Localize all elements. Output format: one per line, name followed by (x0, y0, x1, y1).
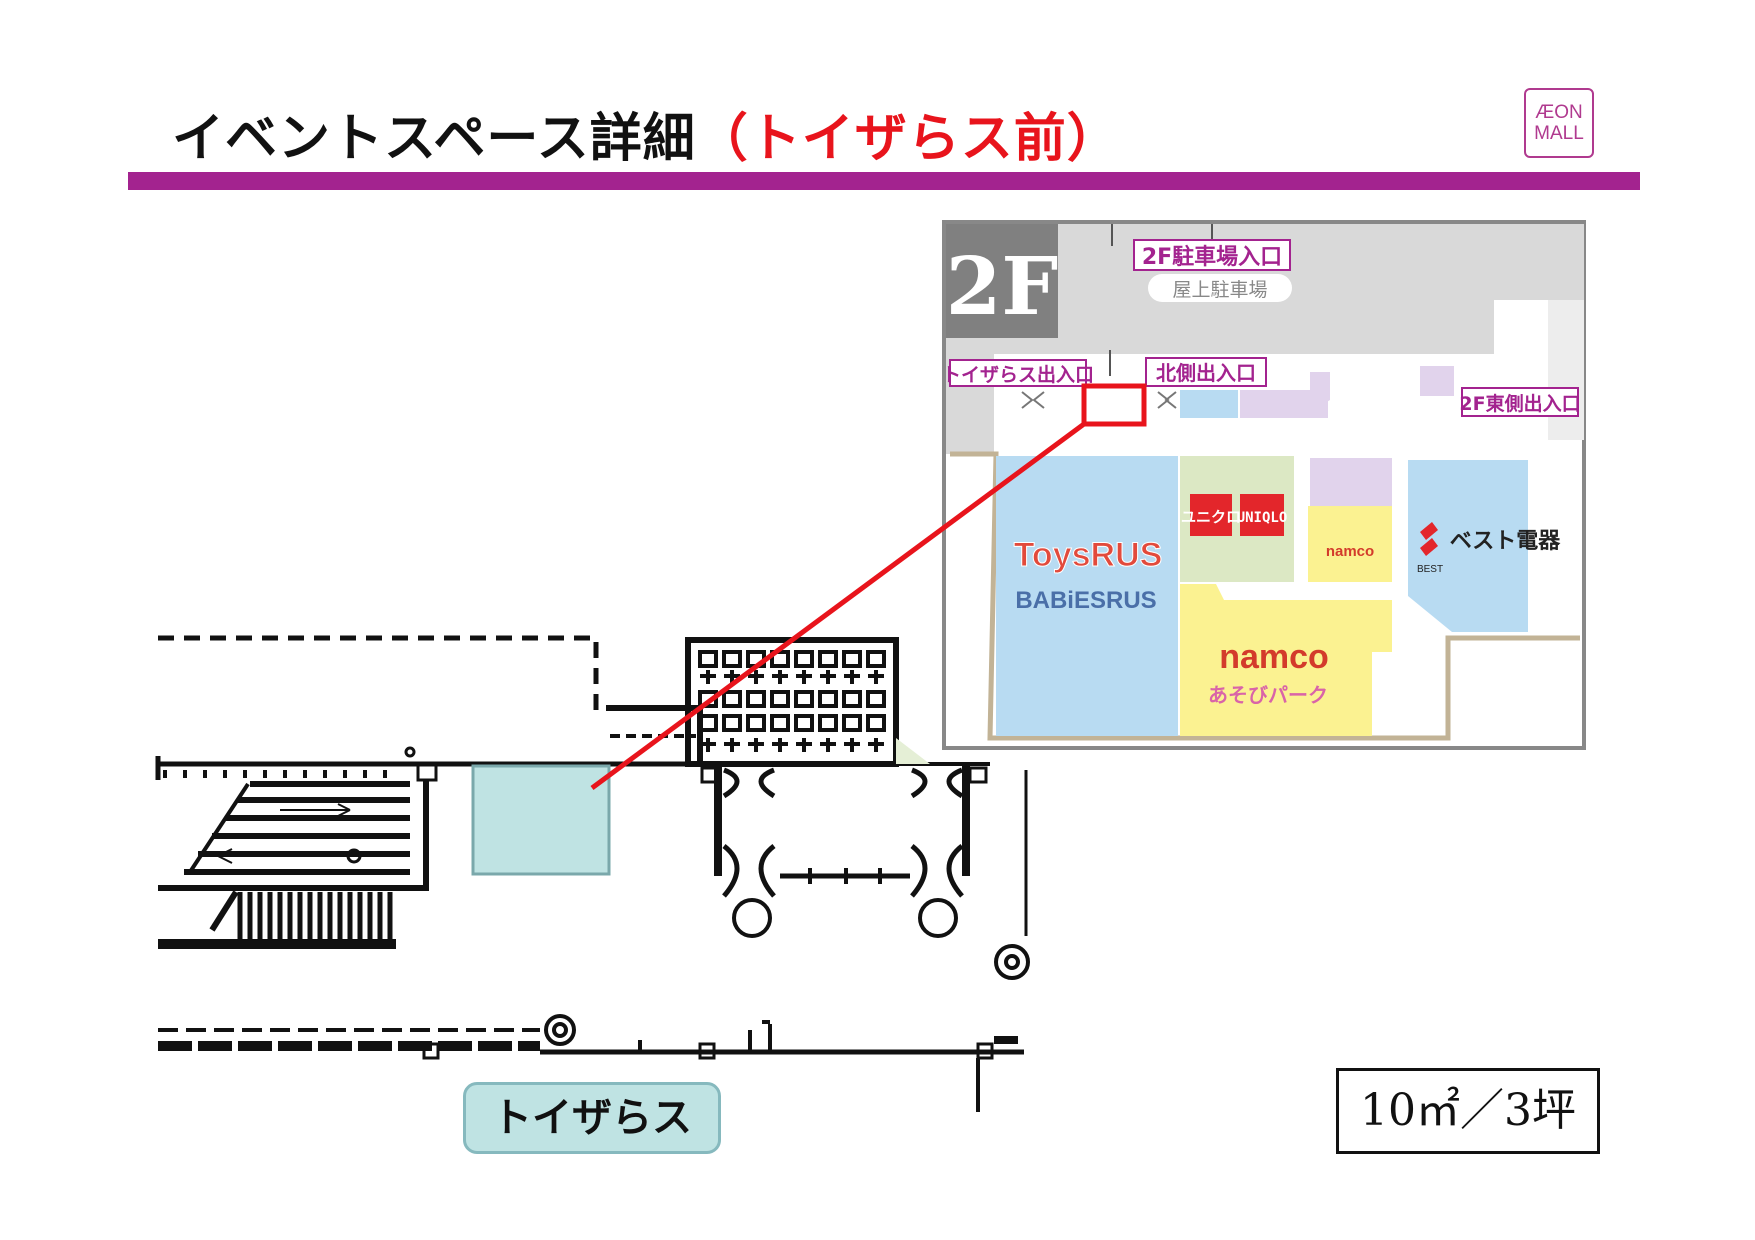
uniqlo-logo: UNIQLO (1237, 510, 1288, 526)
toysrus-store-label: トイザらス (463, 1082, 721, 1154)
label-parking-entrance: 2F駐車場入口 (1142, 244, 1282, 270)
label-east-entrance: 2F東側出入口 (1459, 392, 1580, 415)
logo-line-2: MALL (1534, 123, 1584, 144)
namco-asobi-park-logo: あそびパーク (1208, 683, 1328, 707)
inset-floor-map: 2F 2F駐車場入口 屋上駐車場 トイザらス出入口 北側出入口 2F東側出入口 … (942, 220, 1586, 750)
namco-small-logo: namco (1326, 543, 1374, 560)
title-underline-bar (128, 172, 1640, 190)
area-size-label: 10㎡／3坪 (1336, 1068, 1600, 1154)
namco-large-logo: namco (1219, 638, 1329, 676)
uniqlo-kana-logo: ユニクロ (1181, 508, 1241, 526)
title-main: イベントスペース詳細 (172, 109, 696, 169)
best-denki-logo: ベスト電器 (1450, 529, 1561, 554)
logo-line-1: ÆON (1535, 102, 1583, 123)
best-denki-icon (1420, 522, 1438, 556)
page-title: イベントスペース詳細（トイザらス前） (172, 96, 1120, 171)
label-rooftop-parking: 屋上駐車場 (1172, 279, 1267, 301)
floor-badge-text: 2F (946, 239, 1058, 333)
babiesrus-logo: BABiESRUS (1015, 587, 1156, 614)
floor-badge (946, 224, 1058, 338)
title-highlight: （トイザらス前） (695, 109, 1120, 169)
zoom-connector-line (590, 421, 1086, 791)
toysrus-logo: ToysRUS (1014, 536, 1163, 574)
best-sub-logo: BEST (1417, 564, 1443, 575)
event-space-area (471, 764, 611, 876)
event-location-highlight (1081, 383, 1147, 427)
label-north-entrance: 北側出入口 (1156, 361, 1256, 385)
label-toysrus-entrance: トイザらス出入口 (942, 363, 1094, 386)
